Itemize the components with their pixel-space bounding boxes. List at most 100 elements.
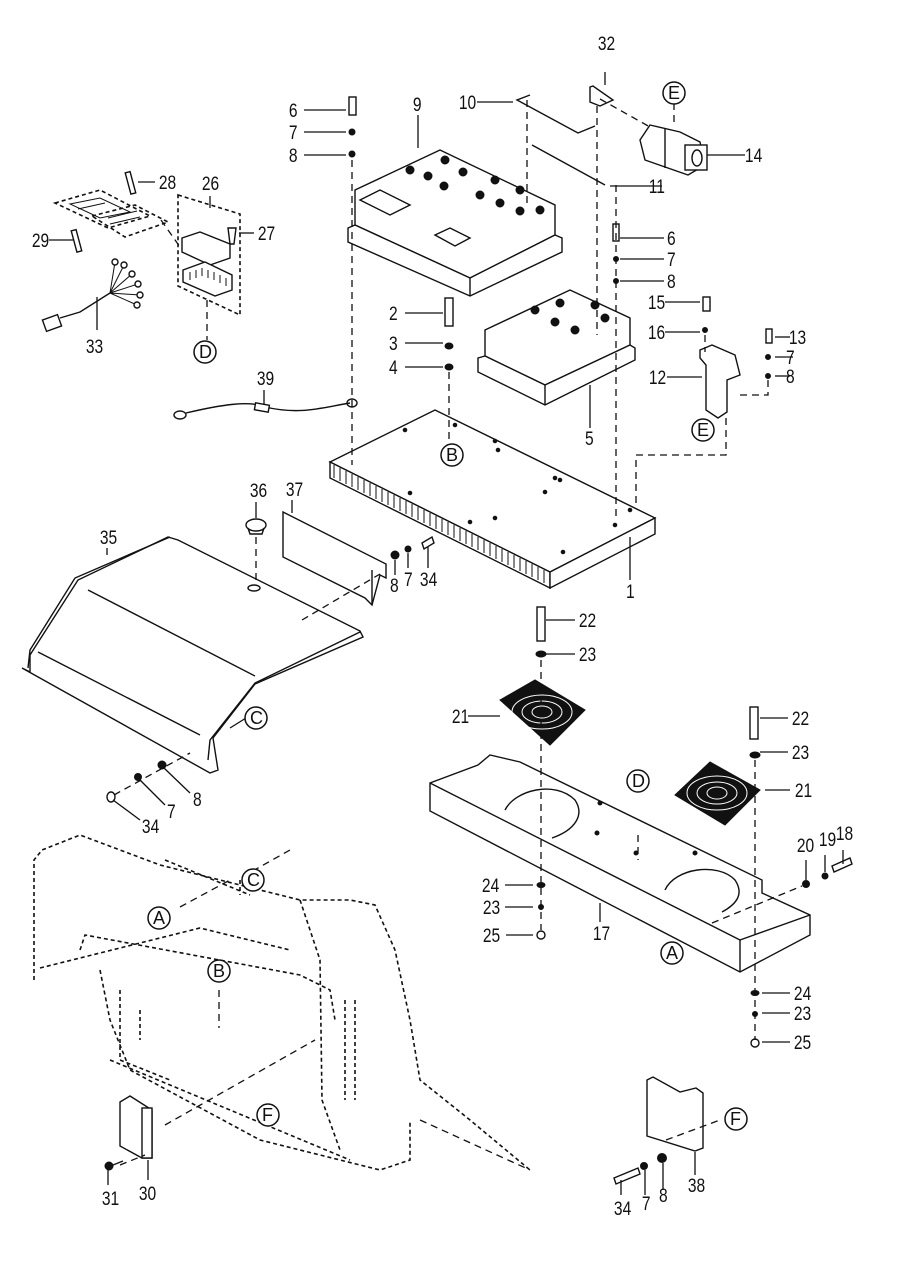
bus-bar-11	[531, 144, 606, 186]
callout-35: 35	[100, 527, 117, 549]
callout-8: 8	[659, 1185, 668, 1207]
callout-8: 8	[390, 575, 399, 597]
callout-37: 37	[286, 479, 303, 501]
callout-25: 25	[483, 925, 500, 947]
reference-markers: A A B B C C D D E E F F	[147, 81, 748, 1131]
callout-9: 9	[413, 94, 422, 116]
bus-bar-32	[589, 85, 615, 107]
svg-text:A: A	[153, 908, 165, 928]
knob-36	[245, 518, 267, 535]
callout-23: 23	[794, 1003, 811, 1025]
bus-bar-10	[515, 94, 596, 134]
svg-text:B: B	[213, 961, 225, 981]
callout-36: 36	[250, 480, 267, 502]
callout-22: 22	[792, 708, 809, 730]
svg-text:A: A	[666, 943, 678, 963]
callout-6: 6	[667, 228, 676, 250]
ref-marker-E: E	[691, 418, 715, 442]
callout-31: 31	[102, 1188, 119, 1210]
callout-21: 21	[795, 780, 812, 802]
callout-19: 19	[819, 829, 836, 851]
callout-7: 7	[642, 1193, 651, 1215]
panel-38	[646, 1076, 704, 1152]
callout-15: 15	[648, 292, 665, 314]
callout-8: 8	[193, 789, 202, 811]
callout-32: 32	[598, 33, 615, 55]
callout-8: 8	[786, 366, 795, 388]
assembly-lines	[113, 98, 803, 1166]
ref-marker-B: B	[440, 443, 464, 467]
callout-4: 4	[389, 357, 398, 379]
contactor-14	[639, 124, 708, 176]
svg-text:C: C	[247, 870, 260, 890]
callout-numbers: 1 2 3 4 5 6 7 8 9 10 11 12 13 14 6 7 8 1…	[32, 33, 853, 1220]
callout-10: 10	[459, 92, 476, 114]
ref-marker-E: E	[662, 81, 686, 105]
callout-34: 34	[614, 1198, 632, 1220]
chassis-frame	[33, 834, 531, 1171]
controller-unit-9	[347, 149, 563, 297]
callout-23: 23	[579, 644, 596, 666]
svg-text:E: E	[668, 83, 680, 103]
callout-23: 23	[792, 742, 809, 764]
callout-34: 34	[142, 816, 160, 838]
heatsink-plate-1	[328, 409, 657, 590]
callout-21: 21	[452, 706, 469, 728]
callout-7: 7	[404, 569, 413, 591]
svg-text:F: F	[262, 1105, 273, 1125]
callout-11: 11	[649, 176, 665, 198]
callout-34: 34	[420, 569, 438, 591]
callout-27: 27	[258, 223, 275, 245]
ref-marker-F: F	[256, 1103, 280, 1127]
callout-28: 28	[159, 172, 176, 194]
callout-25: 25	[794, 1032, 811, 1054]
fan-21-left	[499, 679, 586, 746]
callout-5: 5	[585, 428, 594, 450]
callout-7: 7	[667, 249, 676, 271]
hardware	[70, 96, 853, 1185]
ref-marker-A: A	[147, 906, 171, 930]
bracket-12	[699, 344, 741, 419]
callout-39: 39	[257, 368, 274, 390]
svg-text:E: E	[697, 420, 709, 440]
callout-7: 7	[289, 122, 298, 144]
cover-35	[21, 536, 364, 774]
fan-shroud-17	[429, 754, 811, 973]
fan-21-right	[674, 761, 761, 826]
callout-16: 16	[648, 322, 665, 344]
svg-text:F: F	[730, 1109, 741, 1129]
ref-marker-F: F	[724, 1107, 748, 1131]
ref-marker-D: D	[626, 769, 650, 793]
callout-3: 3	[389, 333, 398, 355]
wire-harness-33	[41, 258, 144, 333]
callout-8: 8	[289, 145, 298, 167]
panel-37	[282, 510, 387, 607]
module-30	[119, 1095, 153, 1159]
callout-26: 26	[202, 173, 219, 195]
callout-18: 18	[836, 823, 853, 845]
callout-14: 14	[745, 145, 763, 167]
callout-1: 1	[626, 581, 635, 603]
callout-22: 22	[579, 610, 596, 632]
callout-13: 13	[789, 327, 806, 349]
ref-marker-D: D	[193, 340, 217, 364]
callout-2: 2	[389, 303, 398, 325]
ref-marker-B: B	[207, 959, 231, 983]
fuse-box-26	[177, 193, 241, 317]
callout-24: 24	[482, 875, 500, 897]
callout-12: 12	[649, 367, 666, 389]
callout-38: 38	[688, 1175, 705, 1197]
leader-lines	[49, 72, 844, 1195]
ref-marker-C: C	[244, 706, 268, 730]
callout-17: 17	[593, 923, 610, 945]
battery-5	[477, 289, 636, 406]
callout-24: 24	[794, 983, 812, 1005]
svg-text:D: D	[199, 342, 212, 362]
svg-text:D: D	[632, 771, 645, 791]
callout-33: 33	[86, 336, 103, 358]
svg-text:C: C	[250, 708, 263, 728]
callout-7: 7	[786, 347, 795, 369]
callout-20: 20	[797, 835, 814, 857]
callout-7: 7	[167, 801, 176, 823]
